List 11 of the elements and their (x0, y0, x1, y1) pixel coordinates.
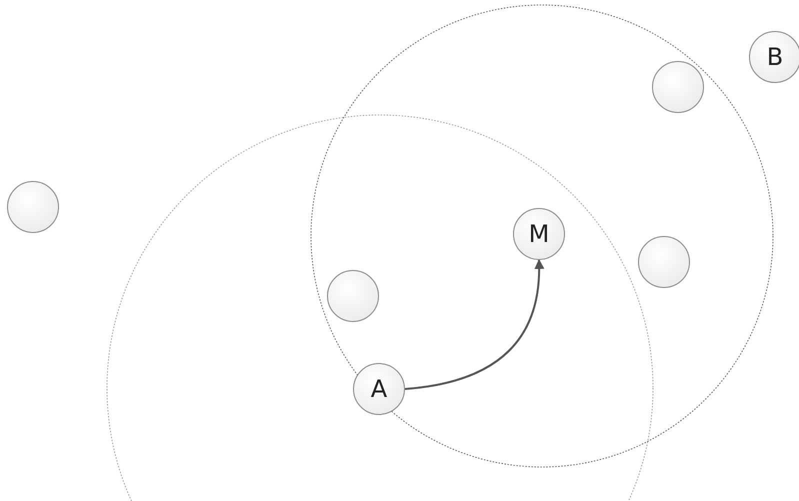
node-label: B (766, 45, 784, 69)
node-circle (513, 208, 565, 260)
arrow (404, 259, 544, 390)
circle-node (638, 236, 690, 288)
circle-node (652, 61, 704, 113)
node-label: M (528, 222, 550, 246)
circle-node (7, 181, 59, 233)
circle-node (327, 270, 379, 322)
node-circle (353, 363, 405, 415)
node-label: A (370, 377, 388, 401)
node-circle (749, 31, 799, 83)
